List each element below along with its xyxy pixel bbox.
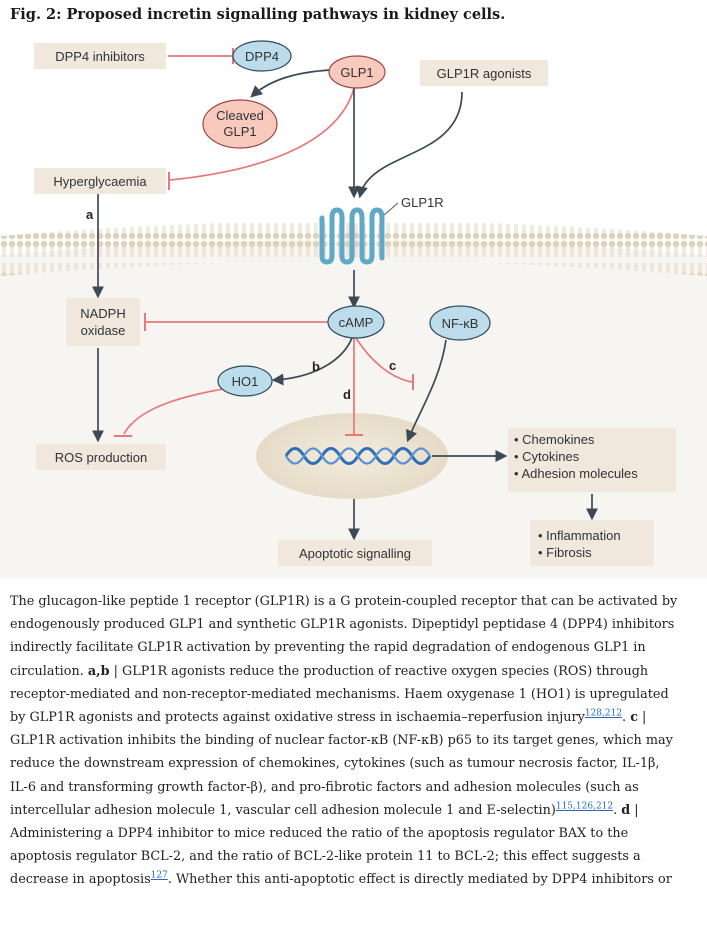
caption-line: apoptosis regulator BCL-2, and the ratio… [10,845,700,868]
caption-line: intercellular adhesion molecule 1, vascu… [10,799,700,822]
node-camp-ellipse [327,305,385,339]
node-nadph-oxidase-box [66,298,140,346]
figure-caption: The glucagon-like peptide 1 receptor (GL… [10,590,700,892]
node-cleaved-glp1-ellipse [202,99,278,149]
edge-agonists-to-glp1r [356,91,463,199]
node-effect-item: • Inflammation [538,528,621,543]
caption-line: IL-6 and transforming growth factor-β), … [10,776,700,799]
node-hyperglycaemia: Hyperglycaemia [53,174,147,189]
node-nfkb-ellipse [429,305,491,341]
caption-text: | [630,802,639,818]
node-effects-box [530,520,654,566]
node-effect-item: • Fibrosis [538,545,592,560]
node-hyperglycaemia-box [34,168,166,194]
glp1r-label: GLP1R [401,195,444,210]
panel-letter: a,b [87,663,110,679]
caption-text: endogenously produced GLP1 and synthetic… [10,617,675,633]
caption-text: apoptosis regulator BCL-2, and the ratio… [10,849,641,865]
node-dpp4-ellipse [232,40,292,72]
node-dpp4: DPP4 [245,49,279,64]
caption-text: decrease in apoptosis [10,872,151,888]
edge-ho1-inhibits-ros [123,387,229,435]
caption-line: by GLP1R agonists and protects against o… [10,706,700,729]
caption-line: circulation. a,b | GLP1R agonists reduce… [10,660,700,683]
edge-camp-inhibits-nfkb [355,337,413,383]
glp1r-label-leader [383,202,399,216]
nucleus [256,413,448,499]
caption-text: Administering a DPP4 inhibitor to mice r… [10,826,629,842]
node-ros-production: ROS production [55,450,148,465]
node-ros-production-box [36,444,166,470]
caption-line: GLP1R activation inhibits the binding of… [10,729,700,752]
node-apoptotic-signalling: Apoptotic signalling [299,546,411,561]
node-cleaved-glp1-line2: GLP1 [223,124,256,139]
panel-letter: d [621,802,631,818]
caption-line: The glucagon-like peptide 1 receptor (GL… [10,590,700,613]
caption-text: intercellular adhesion molecule 1, vascu… [10,802,556,818]
node-apoptotic-signalling-box [278,540,432,566]
node-cleaved-glp1-line1: Cleaved [216,108,264,123]
node-output-item: • Chemokines [514,432,595,447]
node-output-item: • Adhesion molecules [514,466,638,481]
node-output-item: • Cytokines [514,449,580,464]
glp1r-receptor [319,207,385,265]
reference-link[interactable]: 127 [150,871,168,882]
panel-letter: c [630,710,638,726]
node-nadph-line1: NADPH [80,306,126,321]
caption-text: The glucagon-like peptide 1 receptor (GL… [10,594,678,609]
caption-text: receptor-mediated and non-receptor-media… [10,686,669,702]
incretin-pathway-diagram: GLP1R [0,40,707,578]
node-dpp4-inhibitors-box [34,43,166,69]
caption-text: . [622,710,631,726]
node-ho1: HO1 [232,374,259,389]
caption-text: GLP1R activation inhibits the binding of… [10,733,673,749]
caption-text: | [637,710,647,726]
caption-text: . Whether this anti-apoptotic effect is … [167,872,672,888]
node-glp1r-agonists-box [420,60,548,86]
edge-nfkb-to-dna [406,339,447,443]
caption-line: indirectly facilitate GLP1R activation b… [10,636,700,659]
node-glp1r-agonists: GLP1R agonists [437,66,532,81]
caption-text: indirectly facilitate GLP1R activation b… [10,640,646,656]
caption-text: by GLP1R agonists and protects against o… [10,710,585,726]
pathway-label-a: a [86,207,94,222]
node-glp1-ellipse [328,55,386,89]
edge-camp-to-ho1 [271,337,353,386]
edge-glp1-to-cleaved [250,69,331,98]
caption-text: | GLP1R agonists reduce the production o… [109,663,649,679]
node-dpp4-inhibitors: DPP4 inhibitors [55,49,145,64]
caption-line: Administering a DPP4 inhibitor to mice r… [10,822,700,845]
caption-line: receptor-mediated and non-receptor-media… [10,683,700,706]
node-nadph-line2: oxidase [81,323,126,338]
caption-text: reduce the downstream expression of chem… [10,756,660,772]
caption-text: IL-6 and transforming growth factor-β), … [10,779,639,795]
reference-link[interactable]: 115,126,212 [555,801,614,812]
node-outputs-box [508,428,676,492]
node-ho1-ellipse [217,365,273,397]
caption-line: reduce the downstream expression of chem… [10,752,700,775]
caption-line: decrease in apoptosis127. Whether this a… [10,868,700,891]
caption-line: endogenously produced GLP1 and synthetic… [10,613,700,636]
caption-text: . [613,802,622,818]
pathway-label-c: c [389,358,396,373]
node-glp1: GLP1 [340,65,373,80]
edge-glp1-inhibits-hyperglycaemia [169,87,355,181]
node-nfkb: NF-κB [442,316,479,331]
node-camp: cAMP [339,315,374,330]
pathway-label-d: d [343,387,351,402]
figure-title: Fig. 2: Proposed incretin signalling pat… [10,6,506,23]
caption-text: circulation. [10,663,88,679]
pathway-label-b: b [312,359,320,374]
reference-link[interactable]: 128,212 [584,708,623,719]
dna-helix [284,447,432,465]
